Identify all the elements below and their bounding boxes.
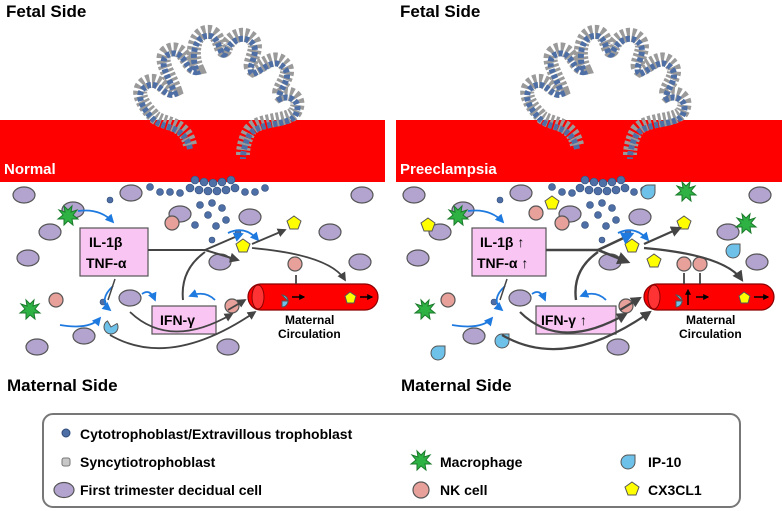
decidual-swatch <box>53 481 75 499</box>
syncytiotrophoblast-swatch <box>61 457 71 467</box>
condition-label: Normal <box>4 161 56 178</box>
circulation-line1: Maternal <box>285 313 334 327</box>
cx3cl1-markers <box>420 195 692 268</box>
cx3cl1-markers <box>235 215 302 253</box>
circulation-line2: Circulation <box>278 327 341 341</box>
cytokine-line2: TNF-α <box>86 255 127 271</box>
ip10-swatch <box>620 454 636 470</box>
legend: Cytotrophoblast/Extravillous trophoblast… <box>42 413 741 508</box>
legend-ip10: IP-10 <box>648 454 682 470</box>
ip10-markers <box>103 320 119 335</box>
legend-syncytiotrophoblast: Syncytiotrophoblast <box>80 454 216 470</box>
ifn-label: IFN-γ ↑ <box>541 312 587 328</box>
decidua-band <box>396 120 782 182</box>
cytokine-box <box>471 227 547 277</box>
maternal-vessel <box>247 283 379 311</box>
cytokine-line1: IL-1β ↑ <box>480 234 524 250</box>
cell-column <box>99 175 269 306</box>
cytokine-line2: TNF-α ↑ <box>477 255 528 271</box>
fetal-side-label: Fetal Side <box>6 2 86 21</box>
legend-cx3cl1: CX3CL1 <box>648 482 702 498</box>
decidua-band <box>0 120 385 182</box>
legend-macrophage: Macrophage <box>440 454 523 470</box>
arrows <box>59 209 346 350</box>
legend-nk-cell: NK cell <box>440 482 487 498</box>
ifn-label: IFN-γ <box>160 312 195 328</box>
maternal-side-label: Maternal Side <box>401 376 512 395</box>
cytotrophoblast-swatch <box>61 428 71 438</box>
arrows <box>451 209 744 351</box>
macrophages <box>413 180 758 321</box>
decidual-cells <box>12 184 374 356</box>
cytokine-line1: IL-1β <box>89 234 123 250</box>
maternal-vessel <box>643 283 775 311</box>
legend-box <box>42 413 741 508</box>
cytokine-box <box>79 227 149 277</box>
legend-cytotrophoblast: Cytotrophoblast/Extravillous trophoblast <box>80 426 353 442</box>
legend-decidual: First trimester decidual cell <box>80 482 262 498</box>
macrophage-swatch <box>409 449 433 472</box>
fetal-side-label: Fetal Side <box>400 2 480 21</box>
condition-label: Preeclampsia <box>400 161 497 178</box>
nk-cell-swatch <box>412 481 430 499</box>
cell-column <box>490 175 648 306</box>
maternal-side-label: Maternal Side <box>7 376 118 395</box>
decidual-cells <box>402 184 772 356</box>
circulation-line1: Maternal <box>686 313 735 327</box>
panel-normal: Fetal Side Normal <box>0 2 385 395</box>
macrophages <box>18 204 80 321</box>
ip10-markers <box>430 184 741 361</box>
panel-preeclampsia: Fetal Side Preeclampsia <box>396 2 782 395</box>
cx3cl1-swatch <box>624 481 640 496</box>
circulation-line2: Circulation <box>679 327 742 341</box>
